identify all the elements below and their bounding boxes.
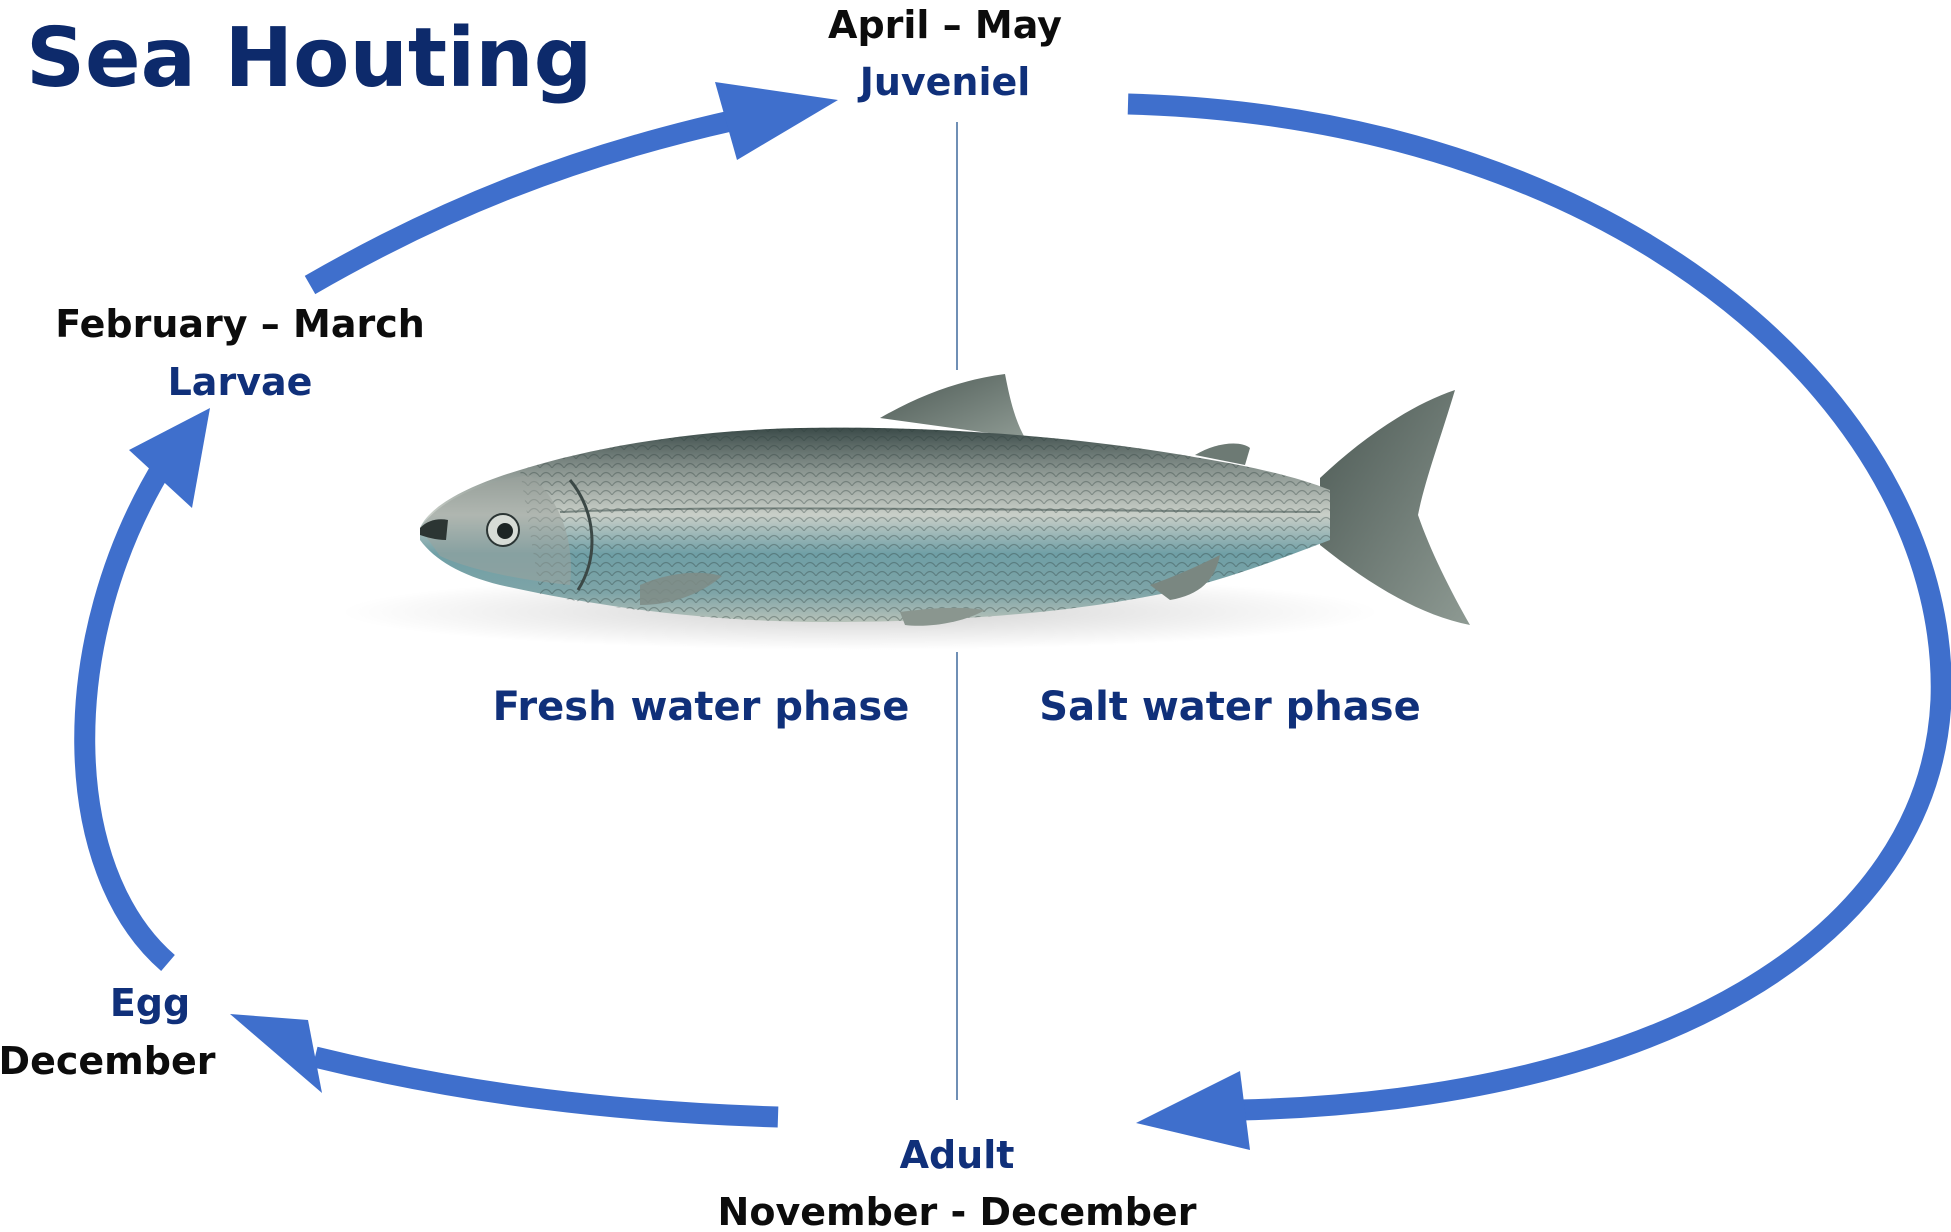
egg-period: December [0,1039,216,1083]
dorsal-fin [880,374,1025,438]
diagram-title: Sea Houting [26,11,592,106]
egg-label: Egg [110,981,190,1025]
larvae-label: Larvae [168,360,313,404]
juvenile-period: April – May [828,3,1062,47]
fresh-water-phase-label: Fresh water phase [493,684,910,730]
juvenile-label: Juveniel [857,60,1031,104]
adult-label: Adult [900,1133,1015,1177]
larvae-period: February – March [55,302,425,346]
arrow-larvae-to-juvenile-head [715,82,838,160]
fish-illustration [340,374,1470,650]
arrow-egg-to-larvae-shaft [85,462,168,963]
adult-period: November - December [718,1190,1197,1232]
arrow-juvenile-to-adult-head [1136,1071,1250,1150]
arrow-larvae-to-juvenile-shaft [310,120,735,285]
arrow-adult-to-egg-head [230,1014,322,1093]
salt-water-phase-label: Salt water phase [1039,684,1420,730]
arrow-adult-to-egg-shaft [315,1057,778,1117]
fish-pupil [497,523,513,539]
tail-fin [1320,390,1470,625]
